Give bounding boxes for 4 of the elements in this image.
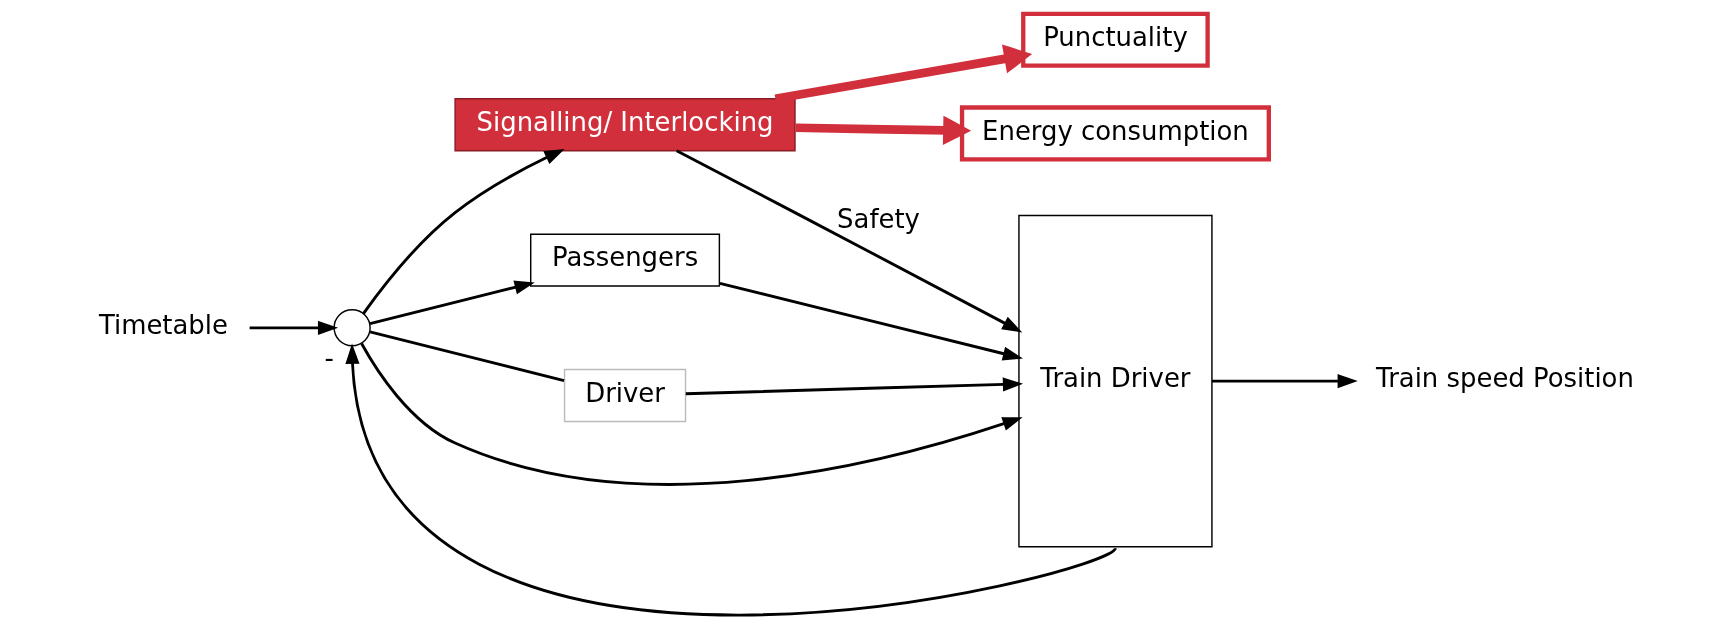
edge-label: Safety bbox=[836, 203, 920, 234]
node-text: Timetable bbox=[98, 310, 228, 341]
node-text: Train speed Position bbox=[1375, 363, 1634, 394]
node-label: - bbox=[323, 342, 334, 373]
